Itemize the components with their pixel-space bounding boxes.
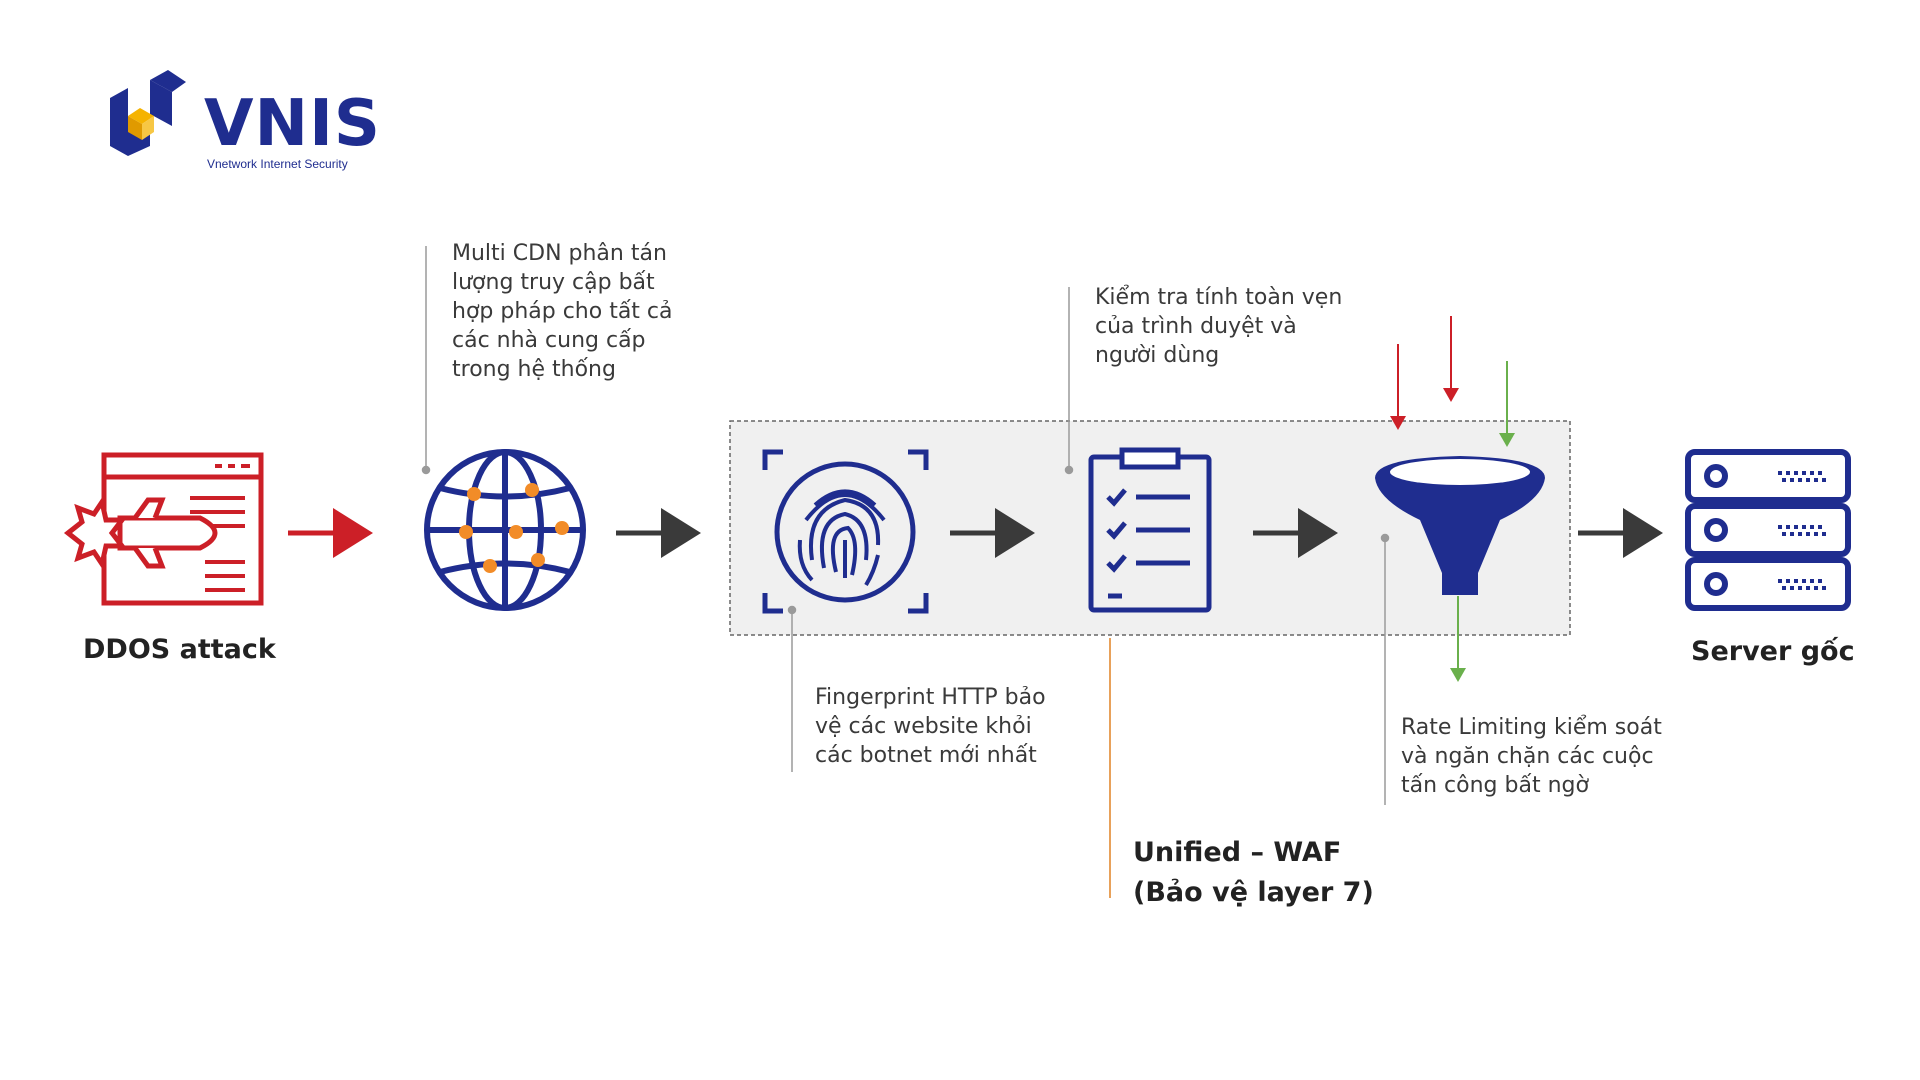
- attack-window-icon: [63, 452, 264, 606]
- funnel-filter-icon: [1375, 456, 1545, 595]
- logo-tagline: Vnetwork Internet Security: [207, 157, 348, 171]
- waf-title: Unified – WAF (Bảo vệ layer 7): [1133, 833, 1374, 913]
- annotation-fingerprint: Fingerprint HTTP bảo vệ các website khỏi…: [815, 685, 1046, 768]
- server-label: Server gốc: [1691, 636, 1855, 667]
- waf-title-line1: Unified – WAF: [1133, 837, 1342, 868]
- annotation-rate-limiting: Rate Limiting kiểm soát và ngăn chặn các…: [1401, 715, 1662, 798]
- annotation-multi-cdn: Multi CDN phân tán lượng truy cập bất hợ…: [452, 241, 673, 382]
- attack-label: DDOS attack: [83, 634, 276, 665]
- vnis-logo-icon: [110, 70, 186, 156]
- checklist-clipboard-icon: [1088, 447, 1212, 613]
- annotation-browser-check: Kiểm tra tính toàn vẹn của trình duyệt v…: [1095, 285, 1343, 368]
- globe-network-icon: [424, 449, 586, 611]
- waf-title-line2: (Bảo vệ layer 7): [1133, 877, 1374, 908]
- logo-wordmark: VNIS: [204, 87, 381, 161]
- fingerprint-icon: [762, 449, 929, 614]
- server-rack-icon: [1685, 449, 1851, 611]
